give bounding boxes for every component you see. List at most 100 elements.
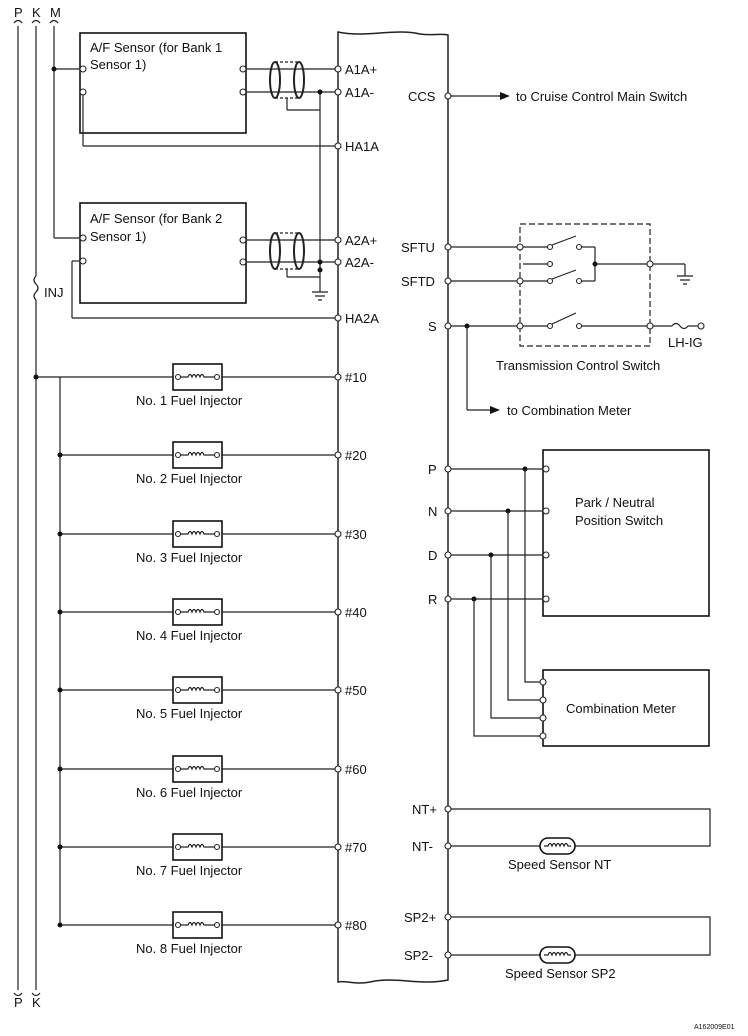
ecm-pin-label-injector: #70 [345,840,367,855]
ecm-pin-ccs [444,92,452,100]
af-sensor-bank2: A/F Sensor (for Bank 2 Sensor 1) HA2A A2… [54,202,379,326]
speed-sensor-sp2-title: Speed Sensor SP2 [505,966,616,981]
ground-icon [312,291,328,301]
ecm-pin-label-injector: #30 [345,527,367,542]
combination-meter-title: Combination Meter [566,701,676,716]
ecm-pin-a1a-minus [334,88,342,96]
speed-sensor-sp2: SP2+ SP2- Speed Sensor SP2 [404,910,711,981]
junction-dot [57,531,63,537]
ccs-destination: to Cruise Control Main Switch [516,89,687,104]
connector-pin [79,257,87,265]
injector-name: No. 7 Fuel Injector [136,863,243,878]
af-sensor-bank2-box [79,202,247,304]
ecm-pin-label-injector: #50 [345,683,367,698]
af-sensor-bank1-line2: Sensor 1) [90,57,146,72]
to-meter-label: to Combination Meter [507,403,632,418]
injector-name: No. 8 Fuel Injector [136,941,243,956]
connector-pin [79,234,87,242]
ecm-pin-label-ha1a: HA1A [345,139,379,154]
connector-pin [79,88,87,96]
ecm-pin-a2a-plus [334,236,342,244]
ecm-pin-label-sftd: SFTD [401,274,435,289]
fuse-lhig-icon [671,322,689,330]
junction-dot [33,374,39,380]
connector-pin [239,88,247,96]
fuse-inj-icon [33,275,39,301]
af-sensor-bank1-box [79,32,247,134]
junction-dot [57,922,63,928]
ecm-pin-label-nt-minus: NT- [412,839,433,854]
injector-name: No. 2 Fuel Injector [136,471,243,486]
speed-sensor-nt-coil-icon [539,837,576,855]
speed-sensor-nt: NT+ NT- Speed Sensor NT [412,802,711,872]
ecm-pin-a2a-minus [334,258,342,266]
ecm-body [337,31,449,984]
ecm-pin-injector [334,373,342,381]
ecm-pin-label-a2a-plus: A2A+ [345,233,377,248]
ecm-pin-label-r: R [428,592,437,607]
speed-sensor-nt-title: Speed Sensor NT [508,857,611,872]
injector-name: No. 6 Fuel Injector [136,785,243,800]
combination-meter-box [542,669,710,747]
lhig-label: LH-IG [668,335,703,350]
arrow-right-icon [490,406,500,414]
ecm-pin-label-injector: #80 [345,918,367,933]
ecm-pin-label-nt-plus: NT+ [412,802,437,817]
ecm-pin-label-ccs: CCS [408,89,436,104]
ground-icon [677,275,693,285]
ecm-pin-n [444,507,452,515]
pnp-circuit: Park / Neutral Position Switch Combinati… [428,449,710,747]
af-sensor-bank1: A/F Sensor (for Bank 1 Sensor 1) HA1A A1… [51,32,379,270]
ecm-pin-d [444,551,452,559]
rail-label-k: K [32,5,41,20]
injector-name: No. 1 Fuel Injector [136,393,243,408]
injector-name: No. 3 Fuel Injector [136,550,243,565]
ecm-pin-label-ha2a: HA2A [345,311,379,326]
ecm-pin-nt-plus [444,805,452,813]
ecm-pin-label-p: P [428,462,437,477]
ecm-pin-p [444,465,452,473]
pnp-switch-box [542,449,710,617]
ecm-pin-label-injector: #10 [345,370,367,385]
ecm-pin-injector [334,686,342,694]
ecm-pin-injector [334,765,342,773]
ecm-pin-label-sp2-minus: SP2- [404,948,433,963]
rail-label-m: M [50,5,61,20]
transmission-control-switch: SFTU SFTD S [401,223,705,418]
ecm-pin-label-d: D [428,548,437,563]
ccs-circuit: CCS to Cruise Control Main Switch [408,89,687,104]
junction-dot [51,66,57,72]
ecm-pin-injector [334,921,342,929]
figure-code: A162009E01 [694,1024,735,1031]
rail-label-p: P [14,5,23,20]
connector-pin [79,65,87,73]
pnp-title-line1: Park / Neutral [575,495,655,510]
ecm-pin-label-a1a-plus: A1A+ [345,62,377,77]
power-rails: P K M INJ P K [13,5,64,1010]
ecm-pin-nt-minus [444,842,452,850]
ecm-pin-injector [334,451,342,459]
junction-dot [57,687,63,693]
tcs-title: Transmission Control Switch [496,358,660,373]
connector-pin [239,236,247,244]
tcs-box [519,223,651,347]
rail-bottom-breaks [13,992,41,997]
ecm-pin-label-injector: #40 [345,605,367,620]
ecm-pin-sp2-plus [444,913,452,921]
injector-name: No. 5 Fuel Injector [136,706,243,721]
junction-dot [57,844,63,850]
speed-sensor-sp2-coil-icon [539,946,576,964]
ecm-pin-label-sp2-plus: SP2+ [404,910,436,925]
ecm-pin-injector [334,843,342,851]
ecm-pin-injector [334,608,342,616]
af-sensor-bank1-line1: A/F Sensor (for Bank 1 [90,40,222,55]
ecm-pin-a1a-plus [334,65,342,73]
ecm-pin-label-s: S [428,319,437,334]
